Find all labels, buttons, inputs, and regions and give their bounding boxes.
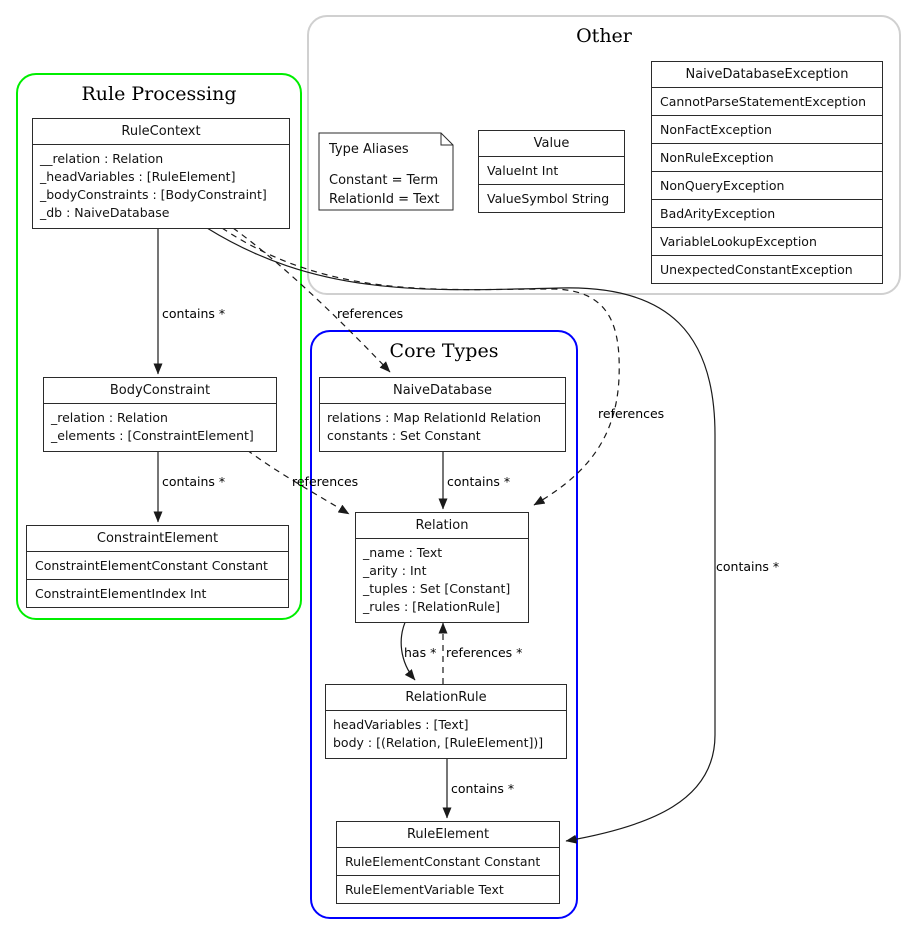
- class-constructor: RuleElementConstant Constant: [337, 847, 559, 875]
- class-title: Value: [533, 136, 570, 151]
- class-title: BodyConstraint: [109, 383, 211, 398]
- note-type-aliases: Type Aliases Constant = Term RelationId …: [319, 133, 453, 210]
- class-attribute: _db : NaiveDatabase: [40, 205, 170, 220]
- class-attribute: _relation : Relation: [51, 410, 168, 425]
- edge-bodyconstraint-relation: [246, 449, 350, 515]
- edge-label-contains: contains *: [162, 474, 226, 489]
- class-box-naivedatabaseexception: NaiveDatabaseException CannotParseStatem…: [651, 61, 883, 284]
- class-constructor: ConstraintElementConstant Constant: [27, 551, 288, 579]
- class-box-constraintelement: ConstraintElement ConstraintElementConst…: [26, 525, 289, 608]
- class-title: RuleContext: [121, 124, 201, 139]
- class-attribute: body : [(Relation, [RuleElement])]: [333, 735, 544, 750]
- class-constructor: CannotParseStatementException: [652, 87, 882, 115]
- class-attribute: constants : Set Constant: [327, 428, 481, 443]
- class-constructor: ConstraintElementIndex Int: [27, 579, 288, 607]
- class-constructor: BadArityException: [652, 199, 882, 227]
- class-title: RuleElement: [406, 827, 490, 842]
- edge-label-references: references: [292, 474, 359, 489]
- class-box-rulecontext: RuleContext __relation : Relation _headV…: [32, 118, 290, 229]
- group-title-other: Other: [576, 25, 632, 47]
- edge-rulecontext-relation: [221, 227, 620, 506]
- edge-rulecontext-naivedatabase: [232, 227, 391, 373]
- edge-label-has: has *: [404, 645, 437, 660]
- class-box-naivedatabase: NaiveDatabase relations : Map RelationId…: [319, 377, 566, 452]
- class-attribute: _headVariables : [RuleElement]: [40, 169, 236, 184]
- group-core-types: Core Types: [310, 330, 578, 919]
- note-line: RelationId = Text: [329, 192, 440, 207]
- class-box-ruleelement: RuleElement RuleElementConstant Constant…: [336, 821, 560, 904]
- note-fold-icon: [440, 133, 453, 146]
- class-box-value: Value ValueInt Int ValueSymbol String: [478, 130, 625, 213]
- class-attribute: _tuples : Set [Constant]: [363, 581, 511, 596]
- class-attribute: _name : Text: [363, 545, 443, 560]
- edge-label-references: references *: [446, 645, 523, 660]
- class-title: ConstraintElement: [96, 531, 219, 546]
- edge-label-contains: contains *: [162, 306, 226, 321]
- group-title-rule-processing: Rule Processing: [81, 83, 237, 105]
- note-title: Type Aliases: [329, 142, 409, 157]
- class-constructor: NonQueryException: [652, 171, 882, 199]
- class-title: NaiveDatabase: [392, 383, 493, 398]
- class-attribute: relations : Map RelationId Relation: [327, 410, 542, 425]
- class-attribute: headVariables : [Text]: [333, 717, 469, 732]
- class-attribute: _elements : [ConstraintElement]: [51, 428, 254, 443]
- note-line: Constant = Term: [329, 173, 439, 188]
- class-box-relation: Relation _name : Text _arity : Int _tupl…: [355, 512, 529, 623]
- class-constructor: NonFactException: [652, 115, 882, 143]
- class-attribute: _arity : Int: [363, 563, 427, 578]
- class-constructor: RuleElementVariable Text: [337, 875, 559, 903]
- group-rule-processing: Rule Processing: [16, 73, 302, 620]
- edge-label-contains: contains *: [451, 781, 515, 796]
- class-attribute: __relation : Relation: [40, 151, 164, 166]
- class-constructor: ValueInt Int: [479, 156, 624, 184]
- class-title: NaiveDatabaseException: [685, 67, 849, 82]
- note-outline: [318, 132, 454, 211]
- edge-rulecontext-ruleelement: [206, 227, 716, 844]
- class-constructor: ValueSymbol String: [479, 184, 624, 212]
- class-constructor: VariableLookupException: [652, 227, 882, 255]
- edge-label-references: references: [337, 306, 404, 321]
- class-box-bodyconstraint: BodyConstraint _relation : Relation _ele…: [43, 377, 277, 452]
- group-title-core-types: Core Types: [389, 340, 499, 362]
- edge-relation-relationrule: [400, 617, 416, 681]
- edge-label-contains: contains *: [716, 559, 780, 574]
- class-title: RelationRule: [405, 690, 487, 705]
- edge-label-references: references: [598, 406, 665, 421]
- group-other: Other: [307, 15, 901, 295]
- class-constructor: NonRuleException: [652, 143, 882, 171]
- class-attribute: _rules : [RelationRule]: [363, 599, 500, 614]
- class-constructor: UnexpectedConstantException: [652, 255, 882, 283]
- edge-label-contains: contains *: [447, 474, 511, 489]
- class-box-relationrule: RelationRule headVariables : [Text] body…: [325, 684, 567, 759]
- class-title: Relation: [415, 518, 469, 533]
- class-attribute: _bodyConstraints : [BodyConstraint]: [40, 187, 267, 202]
